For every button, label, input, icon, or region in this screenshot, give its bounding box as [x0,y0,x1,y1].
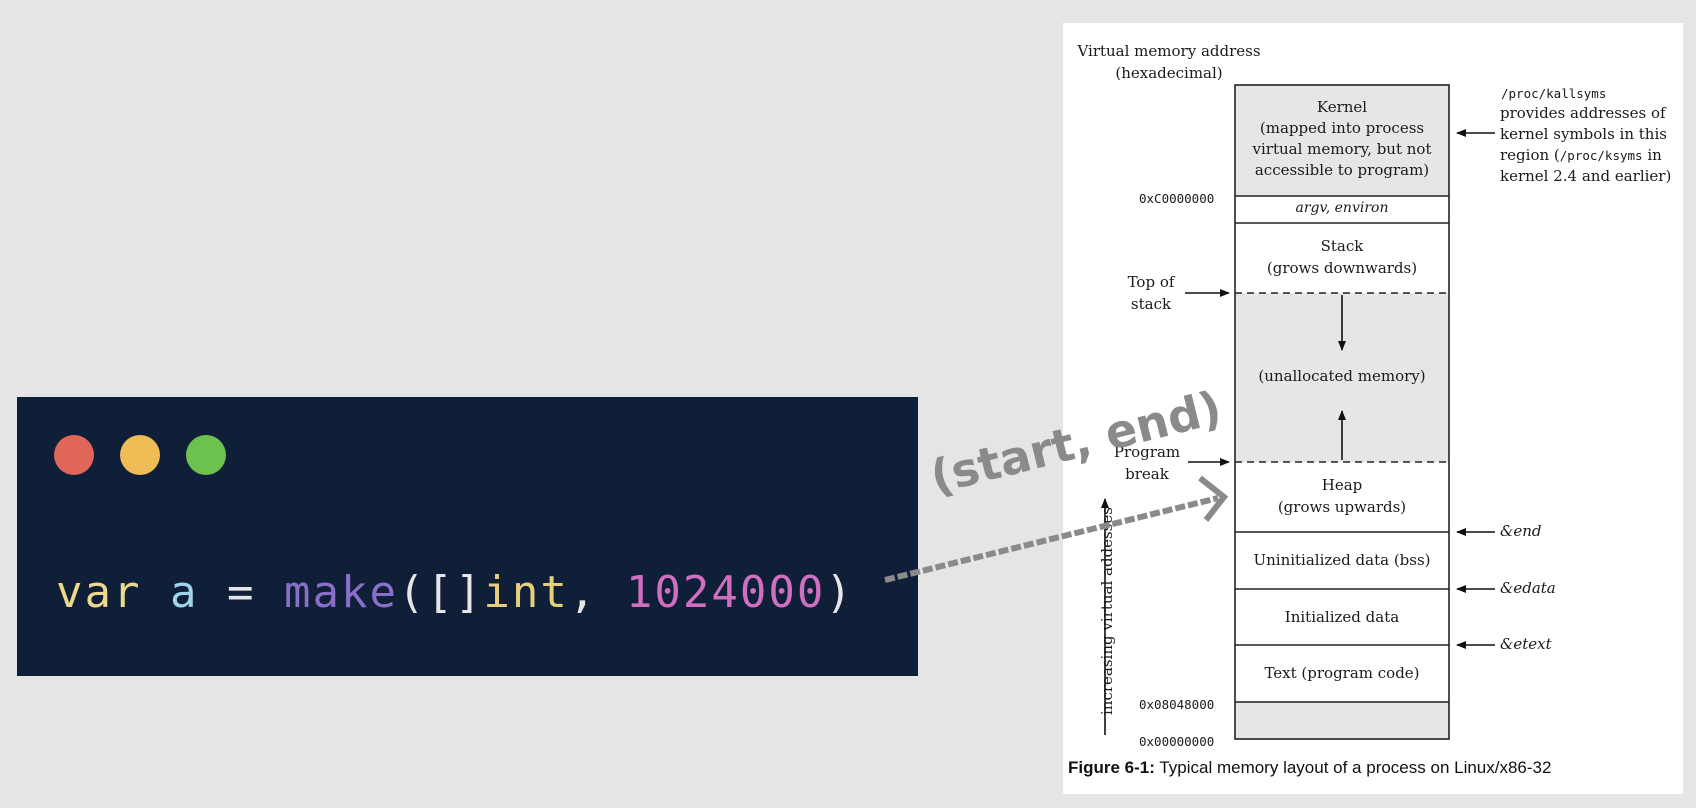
memory-layout-diagram [1101,84,1495,740]
axis-header-line2: (hexadecimal) [1115,64,1223,82]
low-region [1235,702,1449,739]
axis-header-line1: Virtual memory address [1077,42,1261,60]
increasing-addresses-label: increasing virtual addesses [1098,506,1116,715]
kernel-desc-1: (mapped into process [1259,119,1425,137]
edata-symbol-label: &edata [1500,579,1556,597]
segment-dividers [1235,195,1449,703]
ksyms-path: /proc/ksyms [1559,148,1643,163]
figure-caption: Figure 6-1: Typical memory layout of a p… [1068,758,1551,778]
argv-environ-label: argv, environ [1295,200,1389,216]
memory-column [1234,84,1450,740]
kallsyms-note-line4a: region ( [1500,146,1560,164]
code-token-punct: ) [825,567,854,618]
code-token-operator: = [198,567,284,618]
kallsyms-note-line3: kernel symbols in this [1500,125,1667,143]
address-00000000: 0x00000000 [1139,734,1215,749]
kernel-label: Kernel [1316,98,1368,116]
maximize-dot [186,435,226,475]
code-token-space [141,567,170,618]
stack-desc: (grows downwards) [1266,259,1418,277]
end-symbol-label: &end [1500,522,1542,540]
code-token-punct: , [568,567,626,618]
kallsyms-note-line4c: in [1642,146,1662,164]
bss-label: Uninitialized data (bss) [1253,551,1431,569]
kernel-region [1235,85,1449,196]
code-token-variable: a [169,567,199,618]
code-token-type: int [483,567,569,618]
program-break-label-1: Program [1113,443,1181,461]
kernel-desc-3: accessible to program) [1254,161,1430,179]
text-segment-label: Text (program code) [1264,664,1420,682]
code-line: var a = make([]int, 1024000) [56,565,854,621]
address-c0000000: 0xC0000000 [1139,191,1215,206]
code-token-number: 1024000 [625,567,826,618]
top-of-stack-label-1: Top of [1127,273,1175,291]
heap-desc: (grows upwards) [1277,498,1407,516]
code-token-punct: ([] [397,567,484,618]
close-dot [54,435,94,475]
memory-layout-figure: Virtual memory address (hexadecimal) Ker… [1063,23,1683,794]
program-break-label-2: break [1125,465,1169,483]
etext-symbol-label: &etext [1500,635,1552,653]
minimize-dot [120,435,160,475]
kallsyms-path: /proc/kallsyms [1501,86,1607,101]
caption-text: Typical memory layout of a process on Li… [1154,758,1552,777]
code-window: var a = make([]int, 1024000) [17,397,918,676]
kallsyms-note-line4: region (/proc/ksyms in [1500,145,1662,166]
caption-label: Figure 6-1: [1068,758,1155,777]
address-08048000: 0x08048000 [1139,697,1215,712]
unallocated-label: (unallocated memory) [1258,367,1426,385]
code-token-function: make [283,567,398,618]
initialized-data-label: Initialized data [1284,608,1400,626]
kernel-desc-2: virtual memory, but not [1252,140,1432,158]
stack-label: Stack [1320,237,1364,255]
top-of-stack-label-2: stack [1130,295,1172,313]
code-token-keyword: var [56,567,142,618]
kallsyms-note-line5: kernel 2.4 and earlier) [1500,167,1672,185]
heap-label: Heap [1321,476,1363,494]
kallsyms-note-line2: provides addresses of [1500,104,1666,122]
